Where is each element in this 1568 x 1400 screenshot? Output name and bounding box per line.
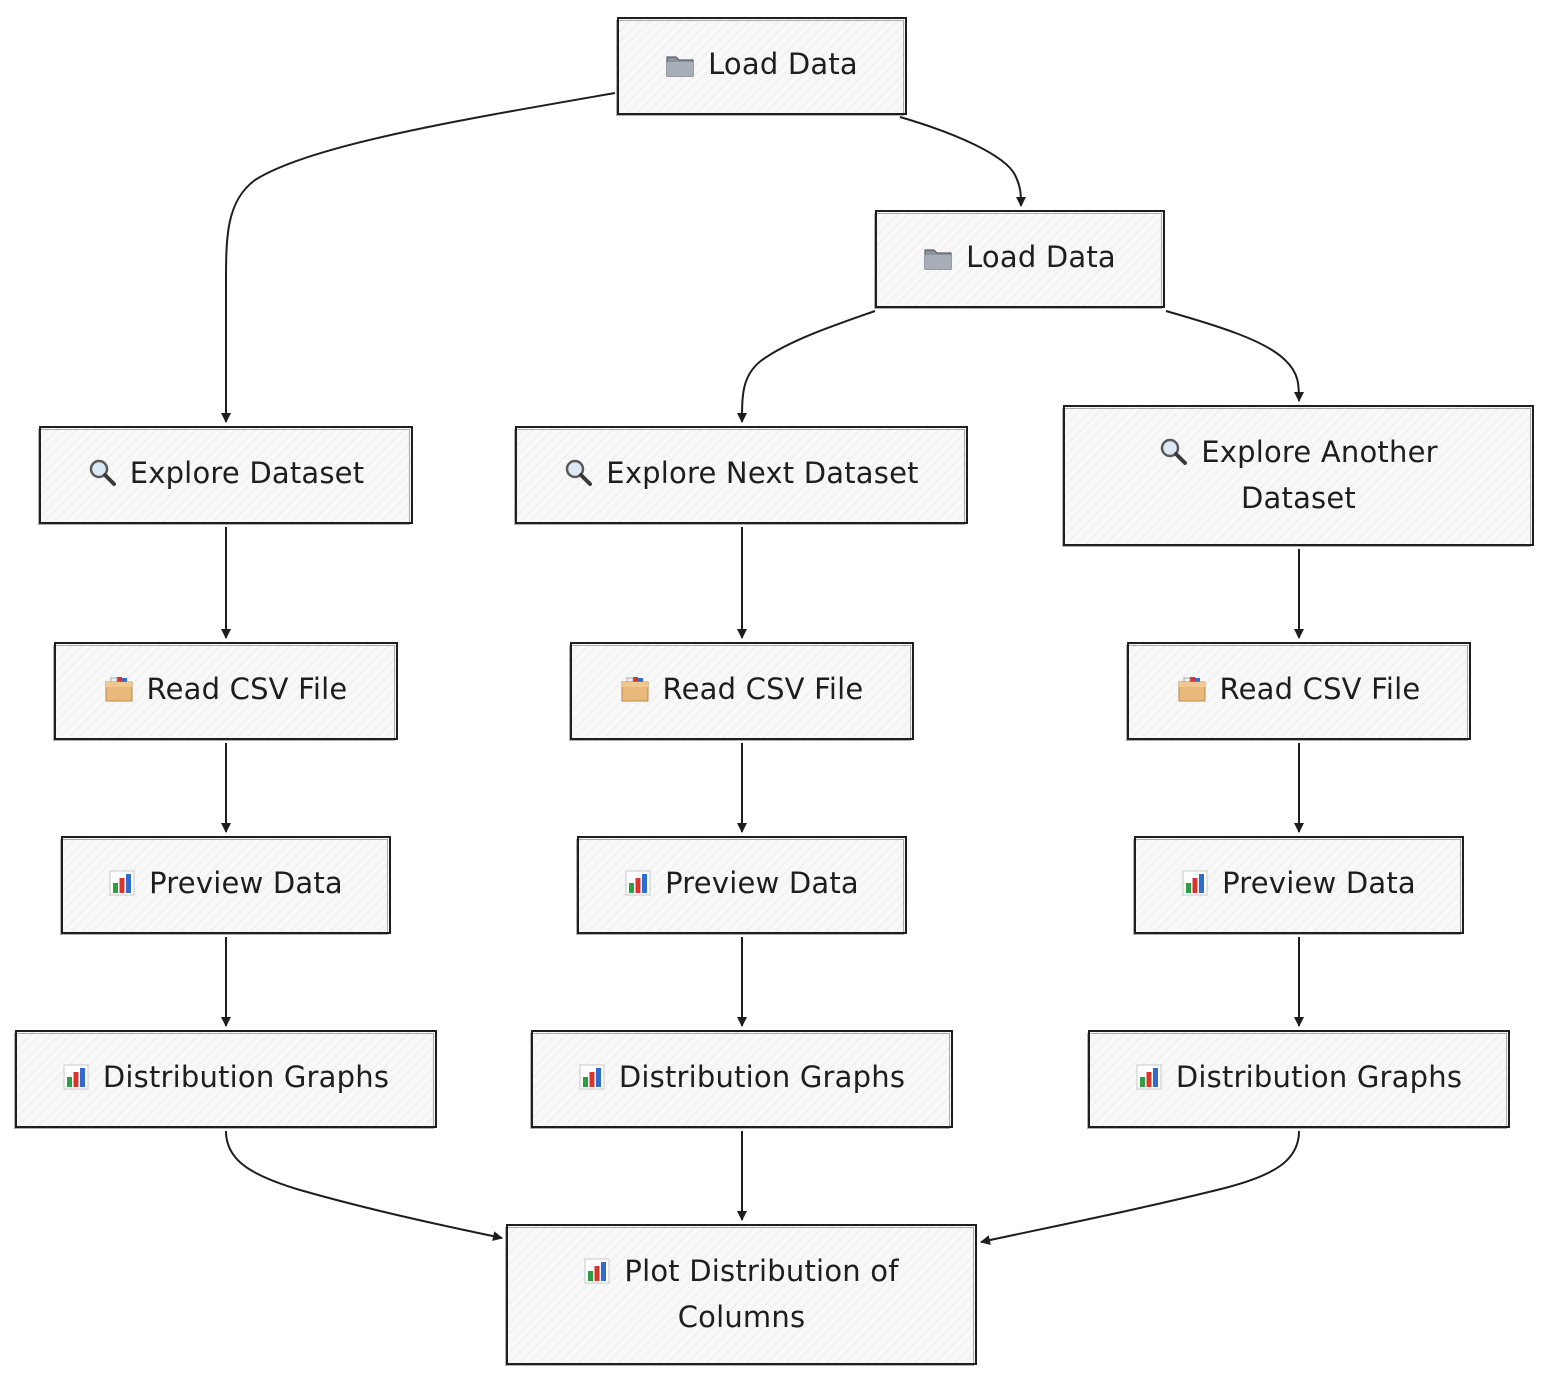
node-distribution-graphs[interactable]: Distribution Graphs bbox=[530, 1030, 953, 1129]
node-label: Distribution Graphs bbox=[102, 1060, 390, 1094]
folder-icon bbox=[924, 239, 952, 282]
node-read-csv-file[interactable]: Read CSV File bbox=[1126, 642, 1471, 741]
bar-chart-icon bbox=[625, 865, 651, 908]
node-label: Load Data bbox=[708, 47, 858, 81]
bar-chart-icon bbox=[1136, 1059, 1162, 1102]
file-cabinet-icon bbox=[105, 671, 133, 714]
node-label: Distribution Graphs bbox=[618, 1060, 906, 1094]
folder-icon bbox=[666, 46, 694, 89]
node-load-data-secondary[interactable]: Load Data bbox=[874, 210, 1165, 309]
node-label: Read CSV File bbox=[1219, 672, 1421, 706]
node-distribution-graphs[interactable]: Distribution Graphs bbox=[14, 1030, 437, 1129]
node-label: Preview Data bbox=[1222, 866, 1416, 900]
node-preview-data[interactable]: Preview Data bbox=[576, 836, 907, 935]
node-label: Plot Distribution of Columns bbox=[624, 1254, 899, 1334]
node-label: Explore Next Dataset bbox=[606, 456, 919, 490]
node-explore-dataset[interactable]: Explore Dataset bbox=[38, 426, 413, 525]
node-distribution-graphs[interactable]: Distribution Graphs bbox=[1087, 1030, 1510, 1129]
bar-chart-icon bbox=[584, 1253, 610, 1296]
bar-chart-icon bbox=[63, 1059, 89, 1102]
node-label: Preview Data bbox=[149, 866, 343, 900]
node-plot-distribution-of-columns[interactable]: Plot Distribution of Columns bbox=[505, 1224, 977, 1366]
edge-load-1-to-explore-dataset bbox=[221, 92, 616, 423]
node-label: Preview Data bbox=[665, 866, 859, 900]
node-label: Load Data bbox=[966, 240, 1116, 274]
edge-load-2-to-explore-another-dataset bbox=[1165, 310, 1304, 402]
node-label: Read CSV File bbox=[146, 672, 348, 706]
edge-load-1-to-load-2 bbox=[899, 116, 1026, 207]
node-preview-data[interactable]: Preview Data bbox=[60, 836, 391, 935]
node-explore-another-dataset[interactable]: Explore Another Dataset bbox=[1062, 405, 1534, 547]
node-preview-data[interactable]: Preview Data bbox=[1133, 836, 1464, 935]
node-load-data[interactable]: Load Data bbox=[616, 17, 907, 116]
bar-chart-icon bbox=[579, 1059, 605, 1102]
magnifier-icon bbox=[564, 455, 593, 498]
node-label: Explore Dataset bbox=[129, 456, 365, 490]
node-label: Explore Another Dataset bbox=[1201, 435, 1438, 515]
node-label: Distribution Graphs bbox=[1175, 1060, 1463, 1094]
bar-chart-icon bbox=[1182, 865, 1208, 908]
node-read-csv-file[interactable]: Read CSV File bbox=[53, 642, 398, 741]
node-label: Read CSV File bbox=[662, 672, 864, 706]
magnifier-icon bbox=[88, 455, 116, 498]
edge-dist-c-to-plot bbox=[980, 1130, 1300, 1245]
edge-load-2-to-explore-next-dataset bbox=[737, 310, 876, 423]
file-cabinet-icon bbox=[1178, 671, 1206, 714]
bar-chart-icon bbox=[109, 865, 135, 908]
magnifier-icon bbox=[1159, 434, 1188, 477]
node-explore-next-dataset[interactable]: Explore Next Dataset bbox=[514, 426, 968, 525]
edge-dist-a-to-plot bbox=[225, 1130, 503, 1242]
file-cabinet-icon bbox=[621, 671, 649, 714]
node-read-csv-file[interactable]: Read CSV File bbox=[569, 642, 914, 741]
